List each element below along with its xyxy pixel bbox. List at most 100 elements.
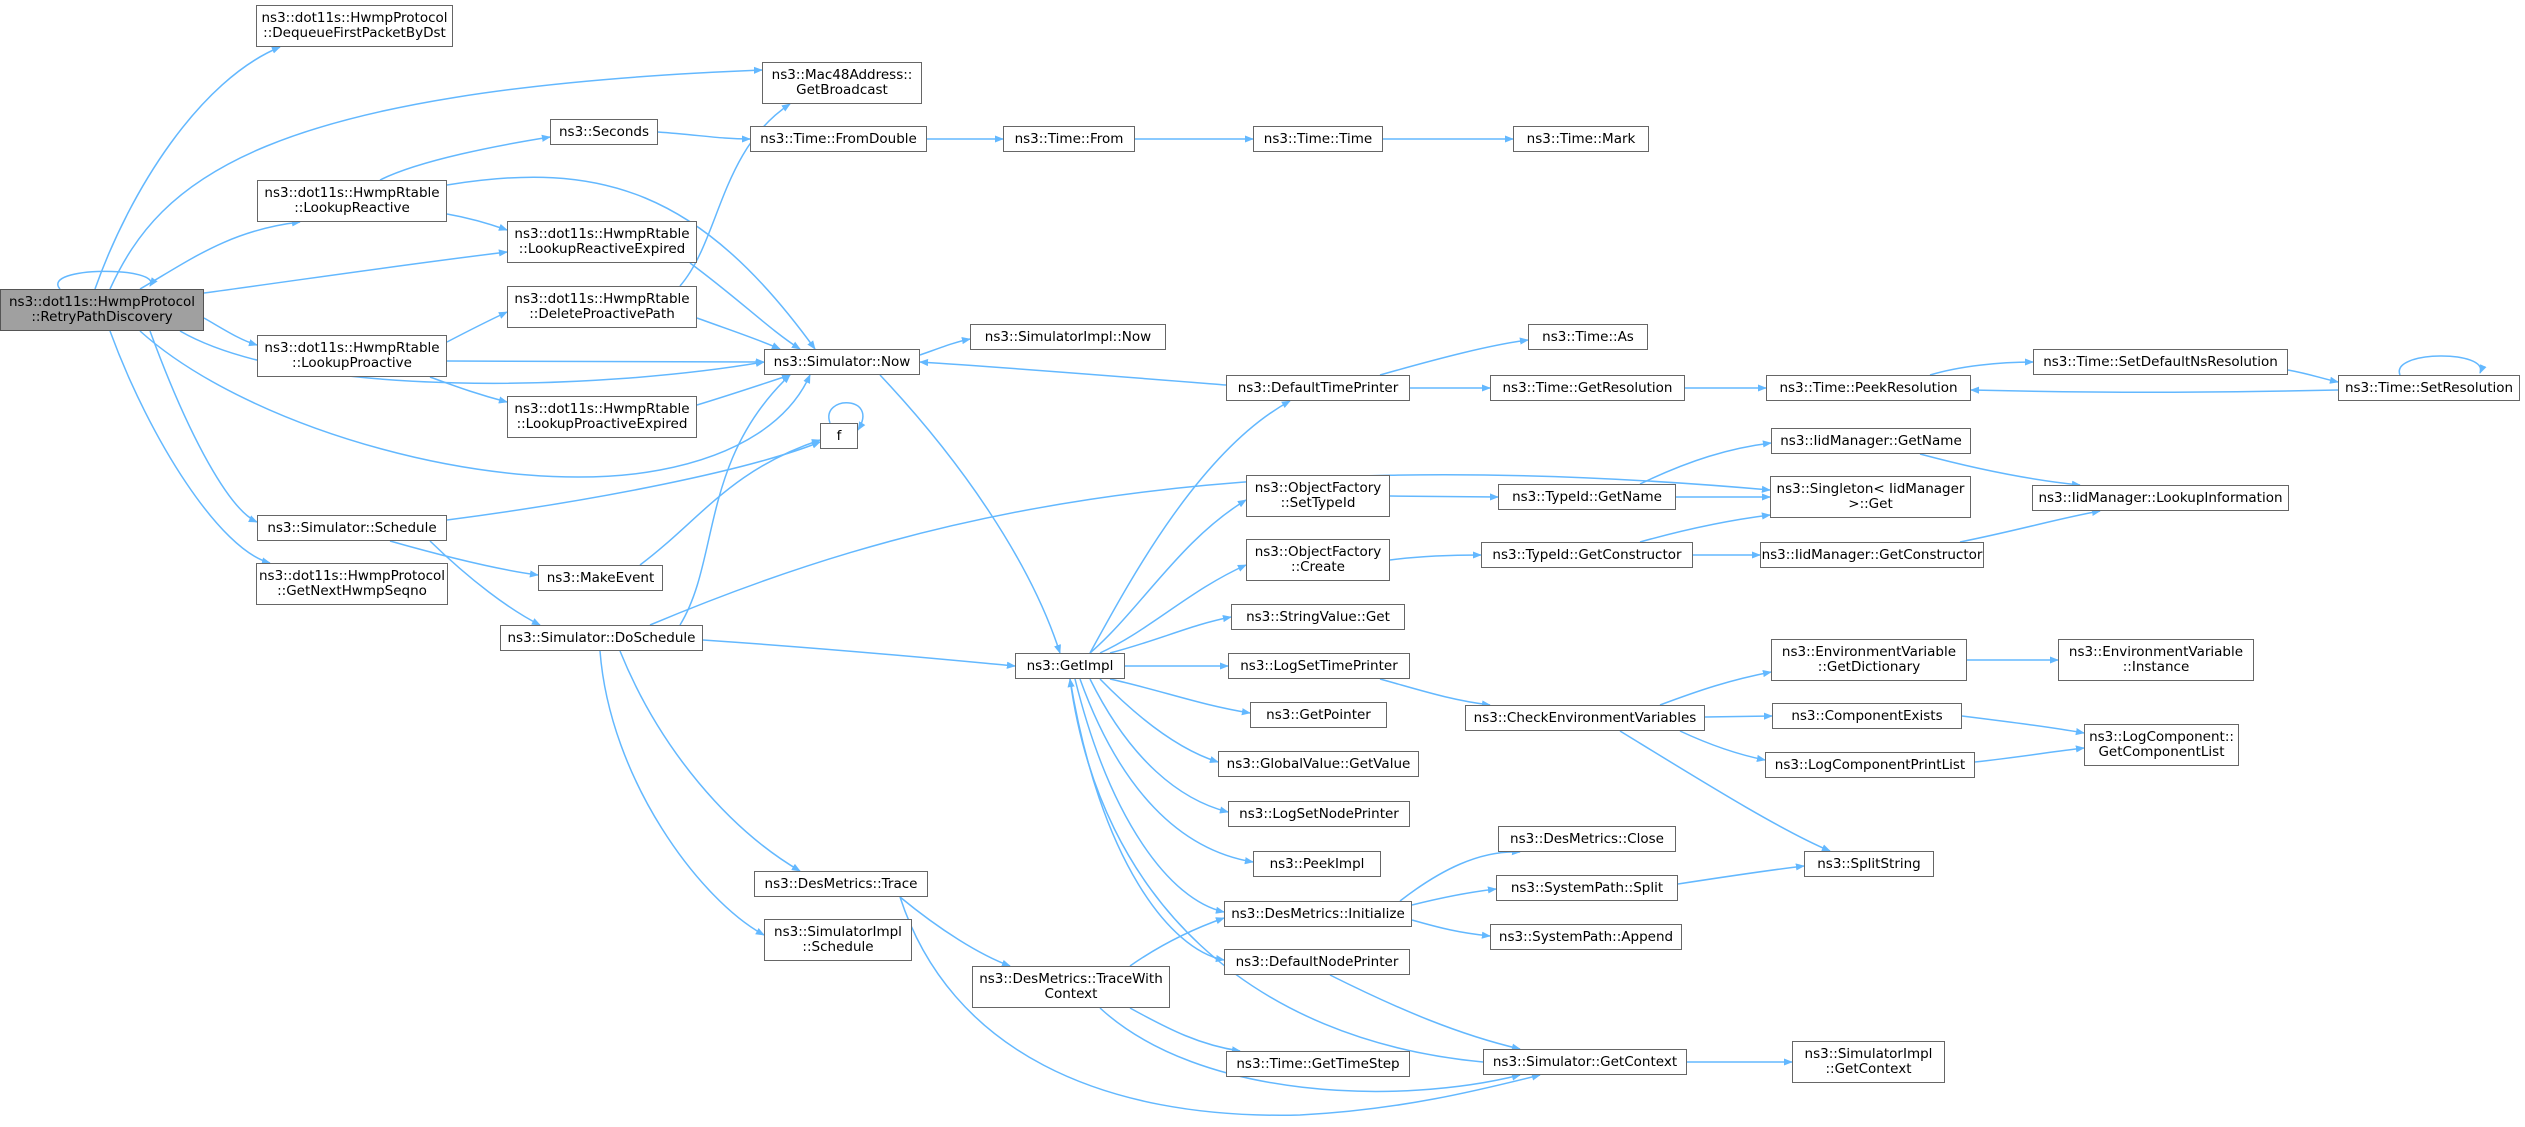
node-default-time-printer[interactable]: ns3::DefaultTimePrinter bbox=[1226, 375, 1410, 401]
node-split-string[interactable]: ns3::SplitString bbox=[1804, 851, 1934, 877]
node-type-id-get-constructor[interactable]: ns3::TypeId::GetConstructor bbox=[1481, 542, 1693, 568]
node-label-line: ns3::DesMetrics::Initialize bbox=[1231, 905, 1405, 922]
node-mac48-get-broadcast[interactable]: ns3::Mac48Address::GetBroadcast bbox=[762, 62, 922, 104]
node-label-line: ::Create bbox=[1291, 559, 1345, 575]
node-peek-impl[interactable]: ns3::PeekImpl bbox=[1253, 851, 1381, 877]
node-label-line: ns3::EnvironmentVariable bbox=[1781, 644, 1957, 660]
node-delete-proactive-path[interactable]: ns3::dot11s::HwmpRtable::DeleteProactive… bbox=[507, 286, 697, 328]
node-component-exists[interactable]: ns3::ComponentExists bbox=[1772, 703, 1962, 729]
node-label-line: ns3::EnvironmentVariable bbox=[2068, 644, 2244, 660]
node-label-line: ns3::Time::Time bbox=[1263, 130, 1373, 147]
node-time-as[interactable]: ns3::Time::As bbox=[1528, 324, 1648, 350]
edge-des-init-to-sys-split bbox=[1411, 886, 1497, 906]
node-environment-variable-instance[interactable]: ns3::EnvironmentVariable::Instance bbox=[2058, 639, 2254, 681]
node-iid-manager-get-constructor[interactable]: ns3::IidManager::GetConstructor bbox=[1760, 542, 1984, 568]
node-time-get-resolution[interactable]: ns3::Time::GetResolution bbox=[1490, 375, 1685, 401]
node-label-line: ::LookupProactiveExpired bbox=[516, 416, 688, 432]
node-get-impl[interactable]: ns3::GetImpl bbox=[1015, 653, 1125, 679]
node-string-value-get[interactable]: ns3::StringValue::Get bbox=[1231, 604, 1405, 630]
edge-root-to-lookup-reactive bbox=[139, 219, 301, 290]
node-root-retry-path-discovery[interactable]: ns3::dot11s::HwmpProtocol::RetryPathDisc… bbox=[0, 289, 204, 331]
node-label-line: ns3::Time::From bbox=[1014, 130, 1124, 147]
edge-root-to-sim-schedule bbox=[149, 330, 258, 523]
node-iid-manager-lookup-information[interactable]: ns3::IidManager::LookupInformation bbox=[2032, 485, 2289, 511]
node-simulator-schedule[interactable]: ns3::Simulator::Schedule bbox=[257, 515, 447, 541]
node-label-line: ns3::ComponentExists bbox=[1791, 707, 1943, 724]
node-des-metrics-close[interactable]: ns3::DesMetrics::Close bbox=[1498, 826, 1676, 852]
node-time-set-default-ns-resolution[interactable]: ns3::Time::SetDefaultNsResolution bbox=[2033, 349, 2288, 375]
node-time-peek-resolution[interactable]: ns3::Time::PeekResolution bbox=[1766, 375, 1971, 401]
node-dequeue-first-packet-by-dst[interactable]: ns3::dot11s::HwmpProtocol::DequeueFirstP… bbox=[256, 5, 453, 47]
edge-lookup-reactive-to-expired bbox=[446, 213, 508, 231]
node-simulator-impl-now[interactable]: ns3::SimulatorImpl::Now bbox=[970, 324, 1166, 350]
node-singleton-iid-manager-get[interactable]: ns3::Singleton< IidManager>::Get bbox=[1770, 476, 1971, 518]
edge-get-impl-to-default-time-printer bbox=[1089, 400, 1291, 654]
edge-component-exists-to-get-list bbox=[1961, 715, 2085, 736]
node-label-line: ::DequeueFirstPacketByDst bbox=[263, 25, 446, 41]
node-time-set-resolution[interactable]: ns3::Time::SetResolution bbox=[2338, 375, 2520, 401]
edge-get-impl-to-des-init bbox=[1074, 678, 1225, 914]
node-environment-variable-get-dictionary[interactable]: ns3::EnvironmentVariable::GetDictionary bbox=[1771, 639, 1967, 681]
node-get-next-hwmp-seqno[interactable]: ns3::dot11s::HwmpProtocol::GetNextHwmpSe… bbox=[256, 563, 448, 605]
node-default-node-printer[interactable]: ns3::DefaultNodePrinter bbox=[1224, 949, 1410, 975]
node-label-line: ns3::Time::SetResolution bbox=[2344, 379, 2514, 396]
node-global-value-get-value[interactable]: ns3::GlobalValue::GetValue bbox=[1218, 751, 1419, 777]
node-time-time[interactable]: ns3::Time::Time bbox=[1253, 126, 1383, 152]
node-iid-manager-get-name[interactable]: ns3::IidManager::GetName bbox=[1771, 428, 1971, 454]
node-lookup-reactive[interactable]: ns3::dot11s::HwmpRtable::LookupReactive bbox=[257, 180, 447, 222]
edge-check-env-to-get-dictionary bbox=[1659, 670, 1772, 706]
node-type-id-get-name[interactable]: ns3::TypeId::GetName bbox=[1498, 484, 1676, 510]
node-simulator-impl-schedule[interactable]: ns3::SimulatorImpl::Schedule bbox=[764, 919, 912, 961]
node-object-factory-set-type-id[interactable]: ns3::ObjectFactory::SetTypeId bbox=[1246, 475, 1390, 517]
edge-default-time-printer-to-as bbox=[1379, 337, 1529, 376]
node-lookup-proactive[interactable]: ns3::dot11s::HwmpRtable::LookupProactive bbox=[257, 335, 447, 377]
node-des-metrics-trace[interactable]: ns3::DesMetrics::Trace bbox=[754, 871, 928, 897]
node-label-line: ns3::Simulator::Now bbox=[773, 353, 911, 370]
node-simulator-get-context[interactable]: ns3::Simulator::GetContext bbox=[1483, 1049, 1687, 1075]
node-seconds[interactable]: ns3::Seconds bbox=[550, 119, 658, 145]
node-lookup-proactive-expired[interactable]: ns3::dot11s::HwmpRtable::LookupProactive… bbox=[507, 396, 697, 438]
node-simulator-now[interactable]: ns3::Simulator::Now bbox=[764, 349, 920, 375]
node-label-line: ns3::CheckEnvironmentVariables bbox=[1473, 709, 1697, 726]
node-label-line: ::DeleteProactivePath bbox=[529, 306, 675, 322]
node-label-line: ::GetDictionary bbox=[1817, 659, 1921, 675]
node-object-factory-create[interactable]: ns3::ObjectFactory::Create bbox=[1246, 539, 1390, 581]
node-check-environment-variables[interactable]: ns3::CheckEnvironmentVariables bbox=[1465, 705, 1705, 731]
node-time-mark[interactable]: ns3::Time::Mark bbox=[1513, 126, 1649, 152]
node-des-metrics-initialize[interactable]: ns3::DesMetrics::Initialize bbox=[1224, 901, 1412, 927]
node-label-line: ns3::dot11s::HwmpProtocol bbox=[8, 294, 196, 310]
edge-peek-to-set-default-ns bbox=[1929, 358, 2034, 376]
node-time-from-double[interactable]: ns3::Time::FromDouble bbox=[750, 126, 927, 152]
node-f[interactable]: f bbox=[820, 423, 858, 449]
node-label-line: ns3::DefaultTimePrinter bbox=[1237, 379, 1399, 396]
node-system-path-append[interactable]: ns3::SystemPath::Append bbox=[1490, 924, 1682, 950]
node-log-set-node-printer[interactable]: ns3::LogSetNodePrinter bbox=[1228, 801, 1410, 827]
node-label-line: ns3::GetPointer bbox=[1266, 706, 1371, 723]
node-simulator-impl-get-context[interactable]: ns3::SimulatorImpl::GetContext bbox=[1792, 1041, 1945, 1083]
node-simulator-do-schedule[interactable]: ns3::Simulator::DoSchedule bbox=[500, 625, 703, 651]
node-system-path-split[interactable]: ns3::SystemPath::Split bbox=[1496, 875, 1678, 901]
node-time-from[interactable]: ns3::Time::From bbox=[1003, 126, 1135, 152]
edge-sim-schedule-to-do-schedule bbox=[429, 540, 541, 626]
edge-sim-schedule-to-f bbox=[446, 441, 821, 521]
node-label-line: ns3::Time::Mark bbox=[1526, 130, 1636, 147]
node-log-set-time-printer[interactable]: ns3::LogSetTimePrinter bbox=[1228, 653, 1410, 679]
node-log-component-get-component-list[interactable]: ns3::LogComponent::GetComponentList bbox=[2084, 724, 2239, 766]
node-get-pointer[interactable]: ns3::GetPointer bbox=[1250, 702, 1387, 728]
node-label-line: ns3::dot11s::HwmpRtable bbox=[514, 401, 690, 417]
node-label-line: >::Get bbox=[1848, 496, 1893, 512]
node-lookup-reactive-expired[interactable]: ns3::dot11s::HwmpRtable::LookupReactiveE… bbox=[507, 221, 697, 263]
node-label-line: ::Instance bbox=[2122, 659, 2190, 675]
node-label-line: ns3::dot11s::HwmpProtocol bbox=[261, 10, 448, 26]
edge-delete-proactive-to-mac48 bbox=[679, 103, 791, 287]
node-label-line: ns3::IidManager::GetName bbox=[1780, 432, 1962, 449]
node-time-get-time-step[interactable]: ns3::Time::GetTimeStep bbox=[1226, 1051, 1410, 1077]
edge-sys-split-to-split-string bbox=[1677, 863, 1805, 885]
edge-lookup-proactive-to-expired bbox=[429, 376, 508, 404]
node-log-component-print-list[interactable]: ns3::LogComponentPrintList bbox=[1765, 752, 1975, 778]
edge-des-init-to-close bbox=[1399, 848, 1521, 902]
node-label-line: ::LookupReactiveExpired bbox=[518, 241, 686, 257]
node-make-event[interactable]: ns3::MakeEvent bbox=[538, 565, 663, 591]
node-label-line: ns3::SystemPath::Append bbox=[1498, 928, 1674, 945]
